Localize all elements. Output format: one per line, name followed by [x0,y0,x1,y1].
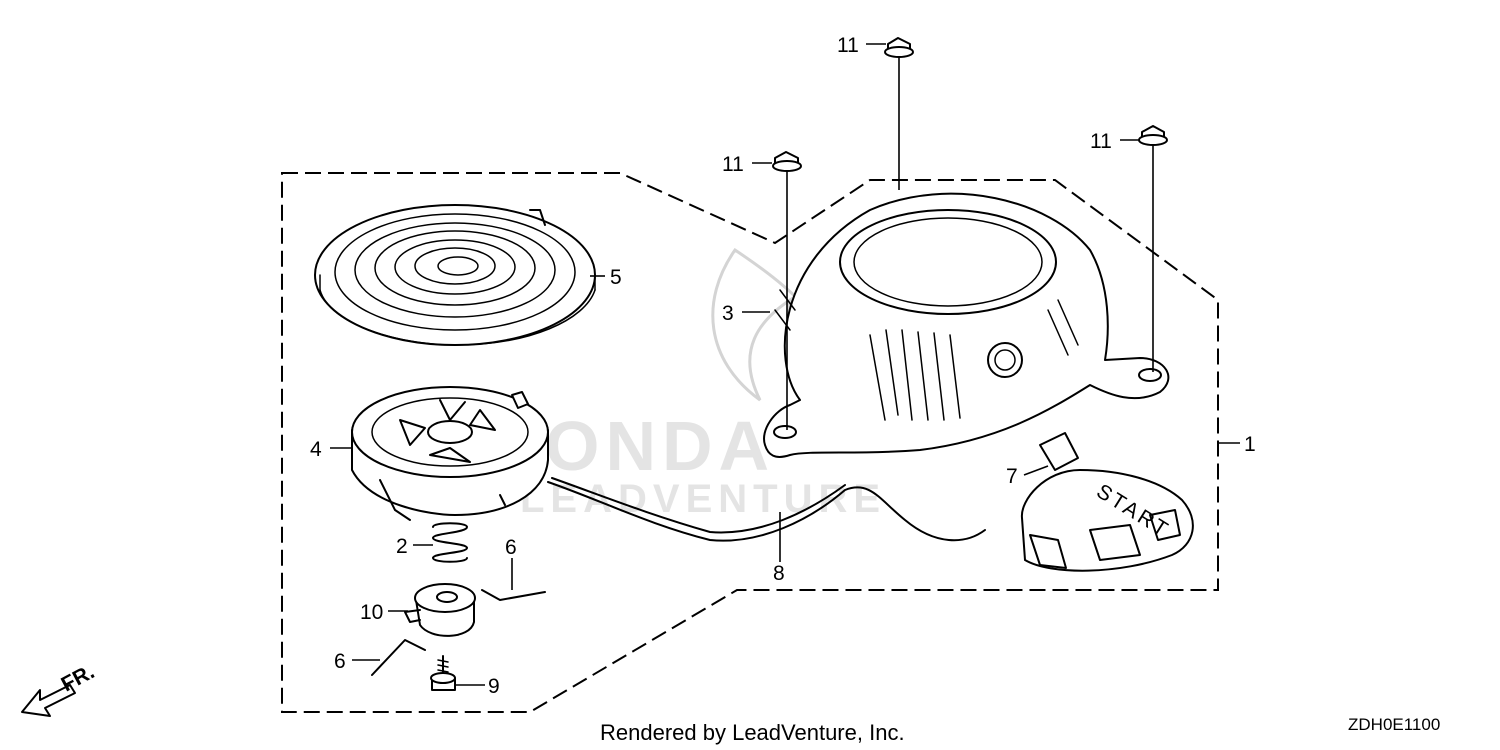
starter-rope [547,481,986,542]
setting-screw [430,655,456,691]
watermark-text: LEADVENTURE [520,477,886,521]
callout-9: 9 [488,675,500,698]
flange-nut-top [884,37,914,58]
callout-6-lower: 6 [334,650,346,673]
callout-10: 10 [360,601,383,624]
recoil-spring [314,204,596,346]
recoil-cover [763,192,1170,458]
callout-1: 1 [1244,433,1256,456]
callout-5: 5 [610,266,622,289]
front-indicator: FR. [21,660,98,717]
ratchet-guide [404,583,476,637]
svg-text:ONDA: ONDA [545,407,775,485]
starter-grip: START [1020,432,1194,572]
flange-nut-right [1138,125,1168,146]
callout-11-top: 11 [837,34,859,57]
callout-2: 2 [396,535,408,558]
watermark: ONDA LEADVENTURE [520,247,886,521]
callout-7: 7 [1006,465,1018,488]
pawl-wire-upper [481,589,546,601]
callout-11-left: 11 [722,153,744,176]
recoil-reel [351,386,549,521]
friction-spring [432,522,468,563]
footer-credit: Rendered by LeadVenture, Inc. [600,720,905,745]
flange-nut-left [772,151,802,172]
callout-6-upper: 6 [505,536,517,559]
callout-11-right: 11 [1090,130,1112,153]
leader-lines [330,43,1240,686]
starter-rope-inner [551,477,846,534]
callout-8: 8 [773,562,785,585]
callout-4: 4 [310,438,322,461]
callout-3: 3 [722,302,734,325]
pawl-wire-lower [371,639,426,676]
diagram-code: ZDH0E1100 [1348,715,1440,734]
assembly-boundary [281,172,1219,713]
